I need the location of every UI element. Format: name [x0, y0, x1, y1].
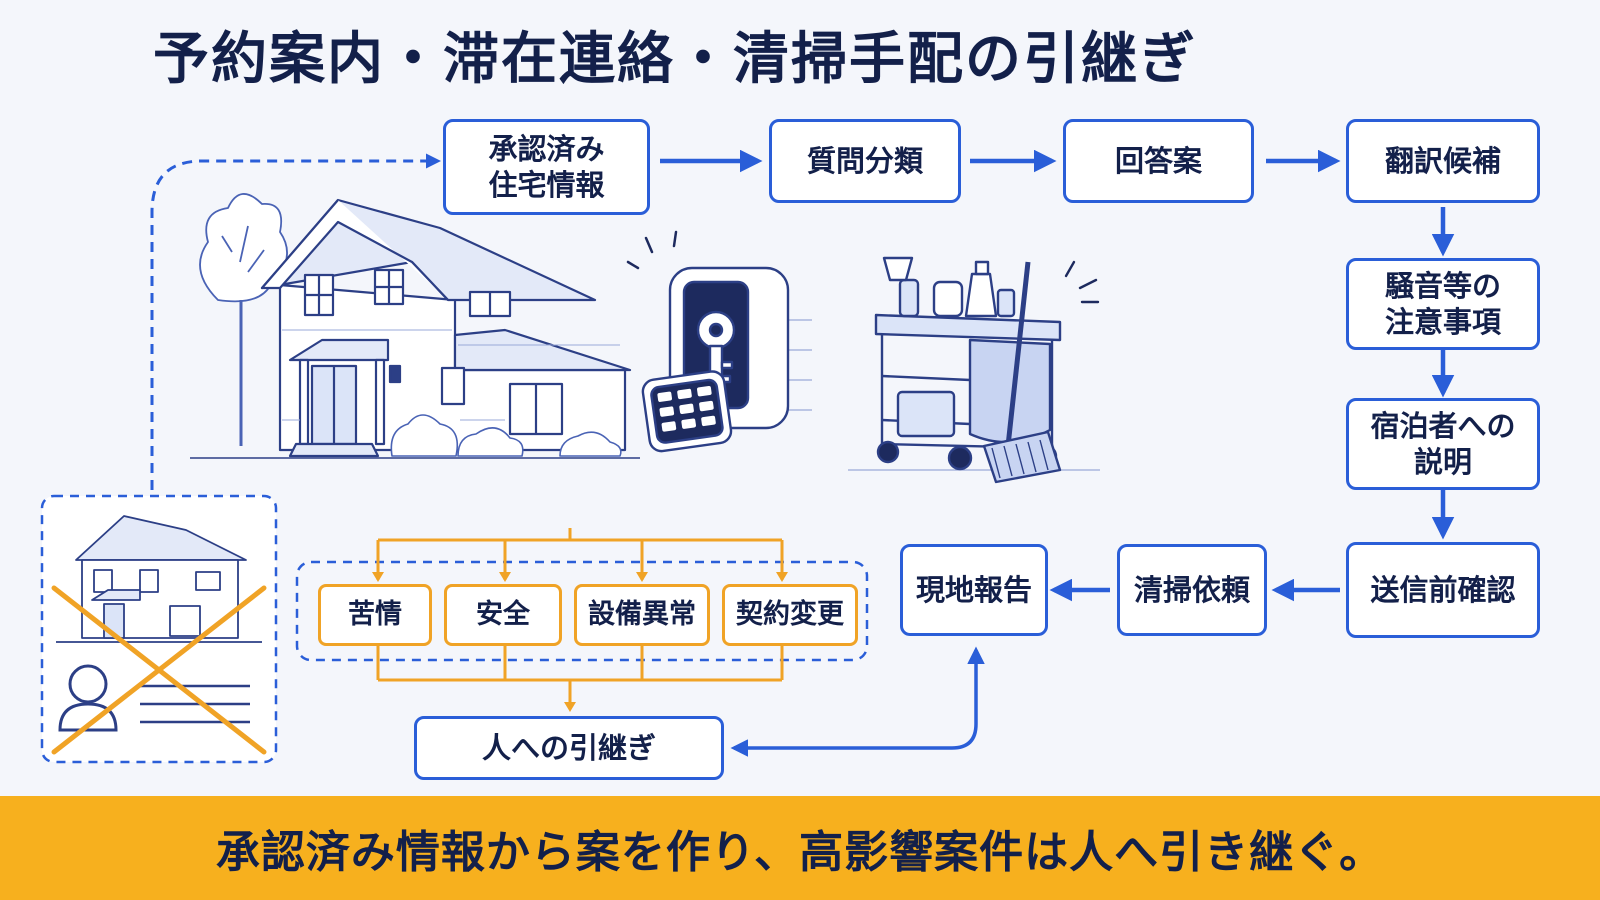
node-draft-answer: 回答案 [1063, 119, 1254, 203]
escalation-complaint: 苦情 [318, 584, 432, 646]
escalation-group-frame [295, 560, 869, 662]
escalation-safety: 安全 [444, 584, 562, 646]
escalation-equipment-fault: 設備異常 [574, 584, 710, 646]
node-cleaning-request: 清掃依頼 [1117, 544, 1267, 636]
node-question-classification: 質問分類 [769, 119, 961, 203]
cross-mark [51, 585, 267, 755]
page-title: 予約案内・滞在連絡・清掃手配の引継ぎ [153, 27, 1197, 92]
handoff-report-arrow [730, 646, 985, 757]
node-human-handoff: 人への引継ぎ [414, 716, 724, 780]
node-approved-info: 承認済み 住宅情報 [443, 119, 650, 215]
node-site-report: 現地報告 [900, 544, 1048, 636]
node-pre-send-check: 送信前確認 [1346, 542, 1540, 638]
house-illustration [190, 193, 640, 459]
escalation-merge-lines [376, 646, 784, 708]
node-guest-explanation: 宿泊者への 説明 [1346, 398, 1540, 490]
node-noise-notes: 騒音等の 注意事項 [1346, 258, 1540, 350]
person-icon [58, 664, 118, 732]
node-translation-candidates: 翻訳候補 [1346, 119, 1540, 203]
house-with-person-crossed-out-icon [40, 494, 278, 764]
cleaning-cart-illustration [848, 256, 1100, 484]
keypad-lockbox-illustration [626, 230, 812, 453]
dashed-feedback-arrow [150, 153, 441, 490]
footer-banner: 承認済み情報から案を作り、高影響案件は人へ引き継ぐ。 [0, 796, 1600, 900]
footer-text: 承認済み情報から案を作り、高影響案件は人へ引き継ぐ。 [215, 827, 1385, 878]
escalation-split-lines [376, 528, 784, 580]
escalation-contract-change: 契約変更 [722, 584, 858, 646]
